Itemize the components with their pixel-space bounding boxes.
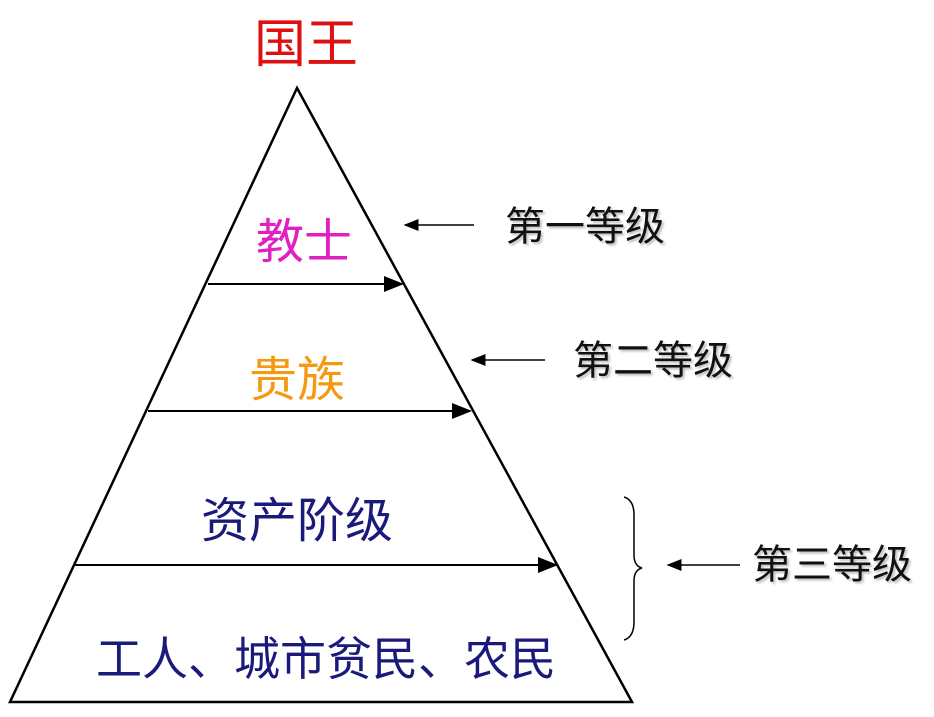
apex-label: 国王 (254, 15, 358, 75)
tier-label-commoners: 工人、城市贫民、农民 (96, 632, 556, 686)
estate-label-first: 第一等级 (505, 204, 665, 250)
brace-icon (623, 496, 643, 641)
estate-label-third: 第三等级 (752, 542, 912, 588)
tier-label-clergy: 教士 (256, 214, 352, 270)
estate-label-second: 第二等级 (573, 338, 733, 384)
pyramid-outline (8, 85, 635, 704)
tier-label-bourgeoisie: 资产阶级 (201, 493, 393, 549)
tier-label-nobility: 贵族 (249, 352, 345, 408)
